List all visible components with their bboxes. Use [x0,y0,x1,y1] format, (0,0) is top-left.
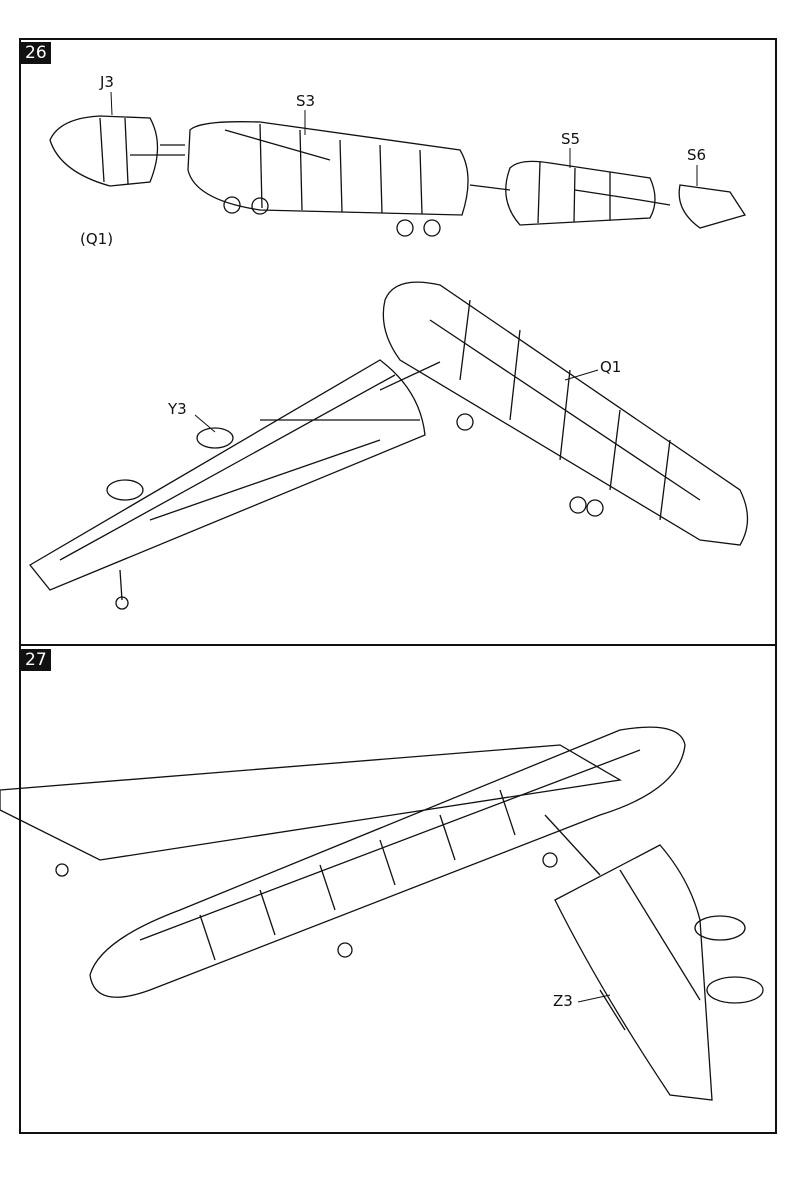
part-label-s6: S6 [687,146,707,164]
step-26-number: 26 [21,42,51,64]
part-y3-wing [29,359,441,610]
part-label-s3: S3 [296,92,316,110]
part-s6-tail [678,184,747,229]
assembly-arrows [130,144,671,206]
part-s3-fuselage [187,121,469,237]
part-label-q1: Q1 [600,358,622,376]
aircraft-assembled [0,726,686,998]
instruction-frame [19,38,777,1134]
part-label-s5: S5 [561,130,581,148]
part-ref-q1: (Q1) [80,230,114,248]
part-z3-wing [544,814,764,1101]
leader-lines [110,91,698,1003]
part-j3-nose [49,115,159,187]
part-s5-rear-fuselage [505,160,656,226]
part-label-z3: Z3 [553,992,573,1010]
step-divider [19,644,777,646]
part-q1-assembled-fuselage [382,281,749,546]
part-label-y3: Y3 [168,400,187,418]
step-27-number: 27 [21,649,51,671]
part-label-j3: J3 [100,73,114,91]
